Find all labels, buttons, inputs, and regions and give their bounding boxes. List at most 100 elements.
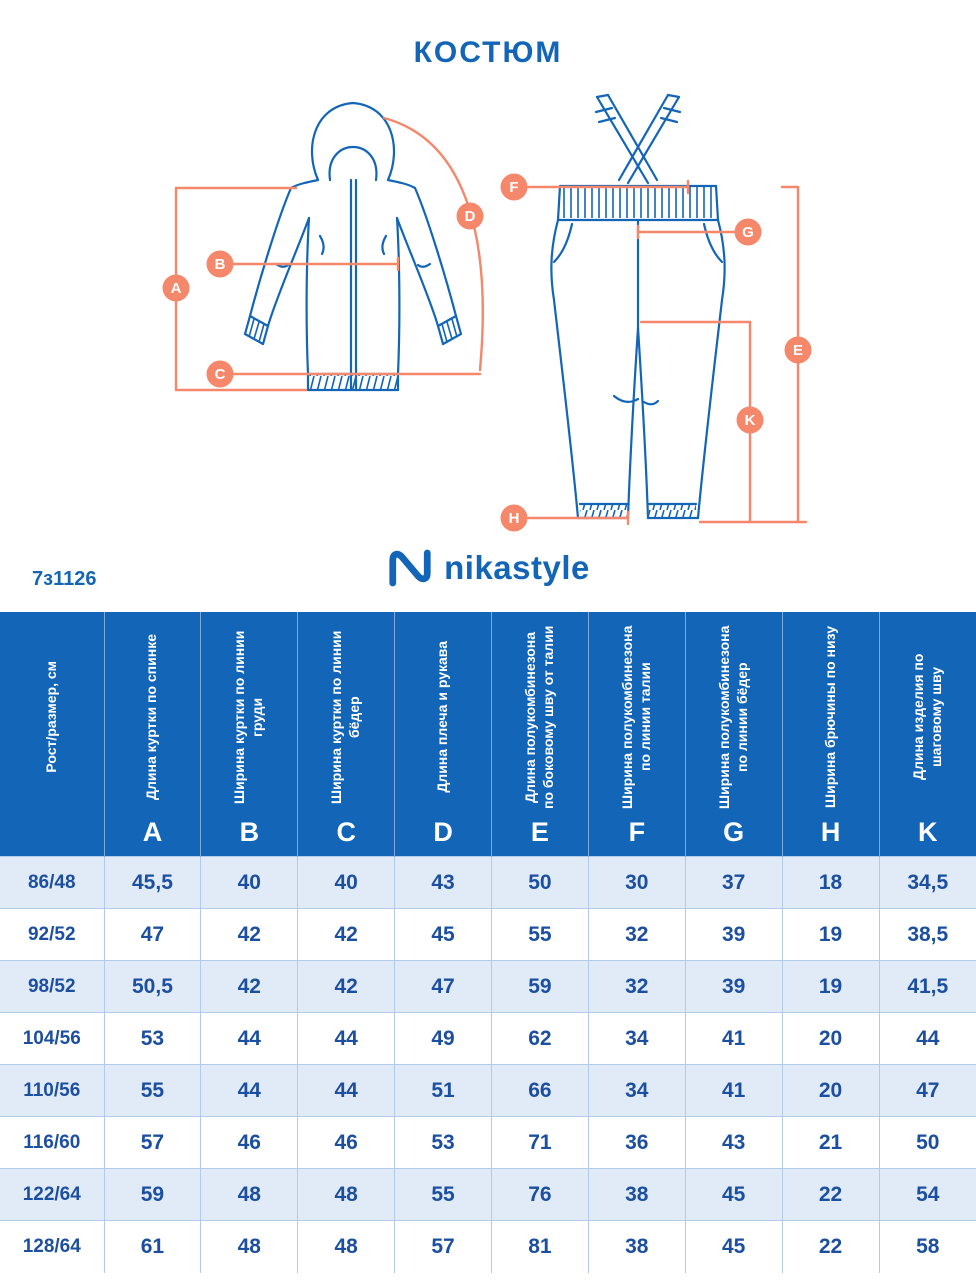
value-cell: 39 (684, 960, 783, 1013)
pants-left-strap (595, 95, 650, 185)
value-cell: 53 (394, 1116, 492, 1169)
size-cell: 116/60 (0, 1116, 105, 1169)
measure-circle-g (734, 218, 762, 246)
measure-letter-h: H (509, 510, 520, 527)
value-cell: 76 (491, 1168, 589, 1221)
measure-circle-f (500, 173, 528, 201)
size-cell: 104/56 (0, 1012, 105, 1065)
jacket-hood-opening (328, 146, 378, 182)
measure-circle-a (162, 274, 190, 302)
column-label: Длина изделия по шаговому шву (909, 653, 944, 781)
jacket-left-sleeve (248, 186, 293, 318)
value-cell: 81 (491, 1220, 589, 1273)
value-cell: 71 (491, 1116, 589, 1169)
measure-letter-c: C (215, 366, 226, 383)
value-cell: 34 (587, 1012, 686, 1065)
size-cell: 86/48 (0, 856, 105, 909)
value-cell: 48 (297, 1168, 396, 1221)
jacket-right-sleeve (413, 186, 458, 318)
value-cell: 58 (878, 1220, 976, 1273)
value-cell: 36 (587, 1116, 686, 1169)
size-cell: 98/52 (0, 960, 105, 1013)
value-cell: 46 (297, 1116, 396, 1169)
value-cell: 40 (297, 856, 396, 909)
column-label: Ширина полукомбинезона по линии талии (618, 625, 653, 809)
value-cell: 49 (394, 1012, 492, 1065)
measure-circle-c (206, 360, 234, 388)
pants-right-strap (626, 95, 681, 185)
measure-circle-h (500, 504, 528, 532)
value-cell: 20 (781, 1064, 880, 1117)
value-cell: 42 (200, 908, 299, 961)
value-cell: 37 (684, 856, 783, 909)
column-letter: D (433, 817, 453, 847)
column-label: Длина куртки по спинке (143, 634, 160, 800)
measure-letter-f: F (509, 179, 518, 196)
value-cell: 39 (684, 908, 783, 961)
value-cell: 55 (491, 908, 589, 961)
column-letter: E (530, 817, 549, 847)
brand-logo-icon (389, 549, 431, 587)
value-cell: 44 (297, 1064, 396, 1117)
value-cell: 40 (200, 856, 299, 909)
measure-letter-d: D (465, 208, 476, 225)
value-cell: 38 (587, 1220, 686, 1273)
value-cell: 38,5 (878, 908, 976, 961)
value-cell: 42 (297, 908, 396, 961)
value-cell: 32 (587, 908, 686, 961)
value-cell: 22 (781, 1168, 880, 1221)
measure-letter-a: A (171, 280, 182, 297)
column-label: Ширина полукомбинезона по линии бёдер (715, 625, 750, 809)
value-cell: 44 (297, 1012, 396, 1065)
value-cell: 46 (200, 1116, 299, 1169)
column-letter: G (723, 817, 745, 847)
column-label: Ширина куртки по линии груди (231, 630, 266, 804)
value-cell: 59 (103, 1168, 202, 1221)
pants-diagram: F G E K H (500, 93, 812, 532)
jacket-body-right (395, 216, 401, 376)
value-cell: 48 (297, 1220, 396, 1273)
measure-arc-d (382, 116, 484, 372)
size-cell: 92/52 (0, 908, 105, 961)
value-cell: 18 (781, 856, 880, 909)
value-cell: 50 (491, 856, 589, 909)
value-cell: 66 (491, 1064, 589, 1117)
value-cell: 21 (781, 1116, 880, 1169)
measure-circle-b (206, 250, 234, 278)
value-cell: 55 (394, 1168, 492, 1221)
value-cell: 45 (684, 1220, 783, 1273)
value-cell: 57 (103, 1116, 202, 1169)
measure-circle-k (736, 406, 764, 434)
pants-waistband-elastic (561, 187, 715, 218)
value-cell: 45 (394, 908, 492, 961)
column-letter: K (918, 817, 938, 847)
value-cell: 59 (491, 960, 589, 1013)
value-cell: 50 (878, 1116, 976, 1169)
jacket-hood-outline (310, 101, 396, 182)
value-cell: 34 (587, 1064, 686, 1117)
column-letter: B (239, 817, 260, 847)
column-letter: F (628, 817, 646, 847)
column-label: Рост/размер, см (42, 661, 59, 773)
size-cell: 110/56 (0, 1064, 105, 1117)
value-cell: 30 (587, 856, 686, 909)
diagram-area: A B C D (0, 80, 976, 540)
column-letter: C (336, 817, 356, 847)
column-header: Длина полукомбинезона по боковому шву от… (491, 612, 589, 857)
value-cell: 44 (878, 1012, 976, 1065)
value-cell: 50,5 (103, 960, 202, 1013)
pants-left-outline (550, 218, 580, 520)
value-cell: 22 (781, 1220, 880, 1273)
column-letter: A (142, 817, 163, 847)
value-cell: 19 (781, 960, 880, 1013)
value-cell: 47 (103, 908, 202, 961)
